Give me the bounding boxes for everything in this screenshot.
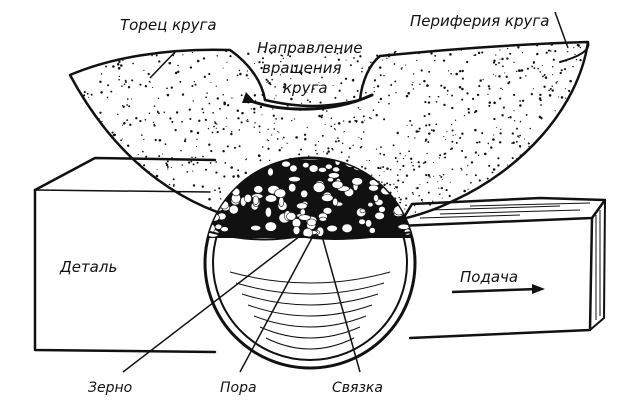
workpiece-right-block	[393, 196, 607, 340]
grain-label: Зерно	[88, 380, 132, 396]
grain-leader	[122, 235, 301, 373]
wheel-face-label: Торец круга	[120, 16, 217, 34]
pore-label: Пора	[220, 380, 257, 396]
rotation-direction-label-2: вращения	[262, 59, 342, 77]
pore-leader	[239, 235, 314, 373]
face-leader	[149, 51, 176, 79]
leader-lines	[122, 11, 569, 373]
bond-label: Связка	[332, 380, 383, 396]
wheel-periphery-label: Периферия круга	[410, 12, 549, 30]
magnified-view-circle	[203, 156, 417, 370]
ground-surface-arcs	[229, 271, 391, 350]
periphery-leader	[554, 11, 569, 49]
curved-arrow-icon	[242, 92, 374, 111]
workpiece-left-block	[33, 156, 217, 354]
feed-label: Подача	[460, 268, 518, 286]
arrow-right-icon	[451, 284, 545, 294]
rotation-direction-label-3: круга	[283, 79, 328, 97]
bond-leader	[321, 235, 361, 373]
right-block-hatch	[419, 202, 601, 320]
rotation-direction-label-1: Направление	[257, 39, 362, 57]
workpiece-label: Деталь	[59, 258, 117, 276]
